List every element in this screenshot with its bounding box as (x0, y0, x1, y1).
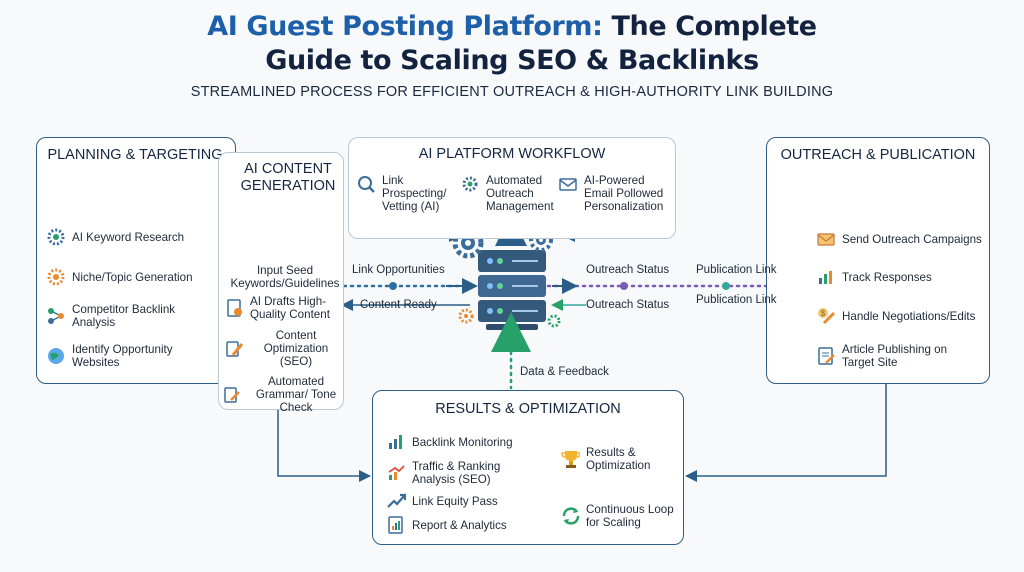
content-item-grammar: Automated Grammar/ Tone Check (222, 375, 346, 414)
results-item-label: Backlink Monitoring (412, 435, 513, 449)
content-item-optimization: Content Optimization (SEO) (224, 329, 344, 368)
outreach-item-publish: Article Publishing on Target Site (816, 343, 986, 369)
results-item-optimization: Results & Optimization (560, 446, 678, 472)
trend-chart-icon (386, 463, 406, 483)
results-item-report: Report & Analytics (386, 515, 536, 535)
workflow-item-prospecting: Link Prospecting/ Vetting (AI) (356, 174, 456, 213)
flow-label-content-ready: Content Ready (360, 299, 437, 311)
flow-label-link-opportunities: Link Opportunities (352, 264, 445, 276)
results-item-label: Continuous Loop for Scaling (586, 503, 674, 529)
flow-label-outreach-status-top: Outreach Status (586, 264, 670, 276)
results-item-equity: Link Equity Pass (386, 491, 536, 511)
link-prospect-icon (356, 174, 376, 194)
flow-label-outreach-status-bottom: Outreach Status (586, 299, 670, 311)
outreach-to-results-arrow (685, 384, 887, 482)
chart-people-icon (816, 267, 836, 287)
results-item-label: Traffic & Ranking Analysis (SEO) (412, 460, 501, 486)
results-item-label: Report & Analytics (412, 518, 507, 532)
content-item-label: Content Optimization (SEO) (263, 329, 329, 368)
network-nodes-icon (46, 306, 66, 326)
workflow-item-outreach-mgmt: Automated Outreach Management (460, 174, 560, 213)
outreach-box (766, 137, 990, 384)
document-ai-icon (224, 298, 244, 318)
results-item-traffic: Traffic & Ranking Analysis (SEO) (386, 460, 536, 486)
pencil-document-icon (224, 339, 244, 359)
outreach-item-label: Article Publishing on Target Site (842, 343, 948, 369)
gear-small-orange-icon (458, 308, 474, 324)
workflow-box (348, 137, 676, 239)
workflow-item-label: Link Prospecting/ Vetting (AI) (382, 174, 447, 213)
planning-title: PLANNING & TARGETING (47, 147, 223, 163)
outreach-title: OUTREACH & PUBLICATION (780, 147, 976, 163)
workflow-item-label: Automated Outreach Management (486, 174, 554, 213)
workflow-title: AI PLATFORM WORKFLOW (418, 146, 606, 162)
workflow-item-label: AI-Powered Email Pollowed Personalizatio… (584, 174, 664, 213)
envelope-icon (816, 229, 836, 249)
results-box (372, 390, 684, 545)
results-title: RESULTS & OPTIMIZATION (435, 401, 621, 417)
article-icon (816, 346, 836, 366)
report-icon (386, 515, 406, 535)
workflow-item-email-ai: AI-Powered Email Pollowed Personalizatio… (558, 174, 674, 213)
planning-item-label: Niche/Topic Generation (72, 270, 193, 284)
svg-text:$: $ (821, 309, 826, 318)
outreach-item-label: Handle Negotiations/Edits (842, 309, 976, 323)
outreach-item-negotiate: $ Handle Negotiations/Edits (816, 306, 986, 326)
planning-item-label: AI Keyword Research (72, 230, 185, 244)
title-part-blue: AI Guest Posting Platform: (207, 11, 603, 42)
content-item-drafts: AI Drafts High-Quality Content (224, 295, 344, 321)
gear-icon (46, 267, 66, 287)
flow-label-data-feedback: Data & Feedback (520, 366, 609, 378)
page-title: AI Guest Posting Platform: The Complete … (0, 10, 1024, 78)
trophy-icon (560, 449, 580, 469)
bar-chart-icon (386, 432, 406, 452)
magnifier-gear-icon (46, 227, 66, 247)
email-ai-icon (558, 174, 578, 194)
results-item-label: Link Equity Pass (412, 494, 498, 508)
loop-icon (560, 506, 580, 526)
planning-box (36, 137, 236, 384)
flow-label-publication-link-bottom: Publication Link (696, 294, 777, 306)
planning-item-label: Competitor Backlink Analysis (72, 303, 176, 329)
flow-label-publication-link-top: Publication Link (696, 264, 777, 276)
globe-icon (46, 346, 66, 366)
planning-item-label: Identify Opportunity Websites (72, 343, 173, 369)
page-subtitle: STREAMLINED PROCESS FOR EFFICIENT OUTREA… (190, 84, 834, 100)
dollar-pencil-icon: $ (816, 306, 836, 326)
planning-item-competitor: Competitor Backlink Analysis (46, 303, 196, 329)
outreach-item-label: Send Outreach Campaigns (842, 232, 982, 246)
trend-arrow-icon (386, 491, 406, 511)
edit-document-icon (222, 385, 242, 405)
content-title: AI CONTENT GENERATION (240, 161, 336, 194)
gear-left-icon (452, 227, 484, 259)
content-item-seed: Input Seed Keywords/Guidelines (226, 264, 344, 290)
outreach-item-label: Track Responses (842, 270, 932, 284)
outreach-item-send: Send Outreach Campaigns (816, 229, 986, 249)
title-part-dark: The Complete (602, 11, 818, 42)
content-item-label: Input Seed Keywords/Guidelines (230, 264, 340, 290)
gear-people-icon (460, 174, 480, 194)
title-line-2: Guide to Scaling SEO & Backlinks (265, 45, 759, 76)
planning-item-opportunity: Identify Opportunity Websites (46, 343, 196, 369)
gear-small-green-icon (547, 314, 561, 328)
content-item-label: Automated Grammar/ Tone Check (255, 375, 337, 414)
planning-item-keyword-research: AI Keyword Research (46, 227, 196, 247)
results-item-monitoring: Backlink Monitoring (386, 432, 536, 452)
results-item-loop: Continuous Loop for Scaling (560, 503, 680, 529)
content-to-results-arrow (277, 410, 371, 482)
planning-item-niche-topic: Niche/Topic Generation (46, 267, 206, 287)
content-item-label: AI Drafts High-Quality Content (250, 295, 330, 321)
server-icon (478, 250, 546, 330)
results-item-label: Results & Optimization (586, 446, 651, 472)
outreach-item-track: Track Responses (816, 267, 986, 287)
content-box (218, 152, 344, 410)
header: AI Guest Posting Platform: The Complete … (0, 10, 1024, 100)
